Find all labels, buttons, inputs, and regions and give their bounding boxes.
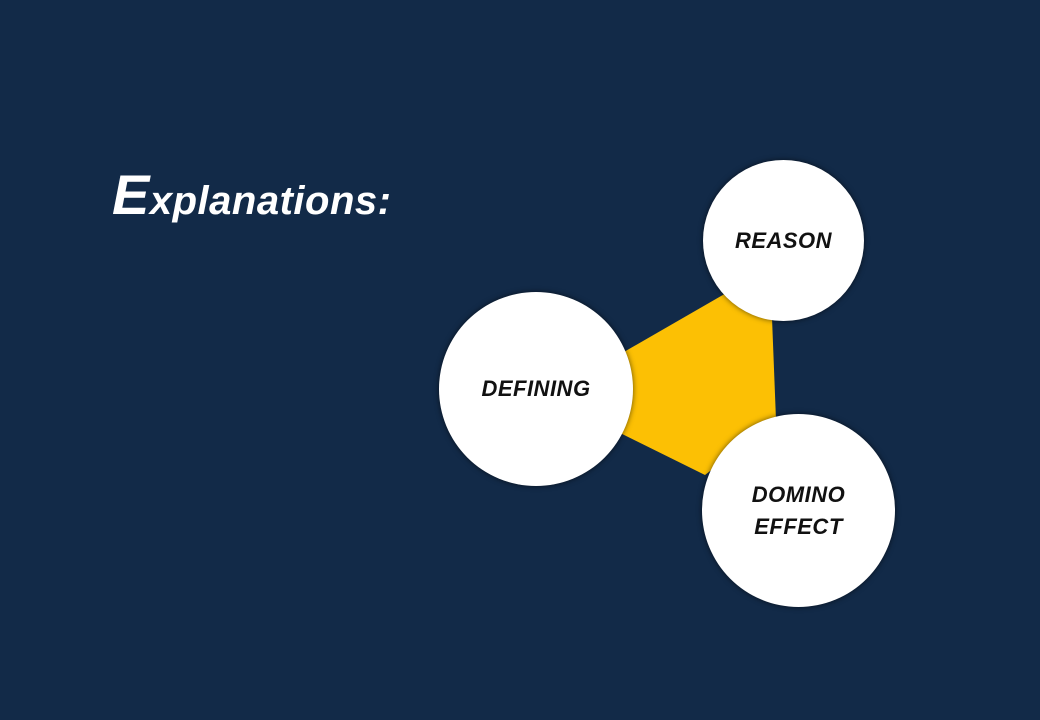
domino-line1: DOMINO — [751, 481, 846, 507]
title-first-letter: E — [112, 163, 150, 226]
domino-line2: EFFECT — [754, 513, 843, 539]
node-domino-effect: DOMINO EFFECT — [702, 414, 895, 607]
node-domino-label: DOMINO EFFECT — [752, 479, 845, 543]
title-rest: xplanations: — [149, 179, 392, 223]
yellow-connector-polygon — [610, 292, 776, 475]
node-defining: DEFINING — [439, 292, 633, 486]
node-defining-label: DEFINING — [481, 376, 591, 401]
node-reason-label: REASON — [734, 227, 833, 253]
slide-title: Explanations: — [112, 162, 391, 227]
node-reason: REASON — [703, 160, 864, 321]
